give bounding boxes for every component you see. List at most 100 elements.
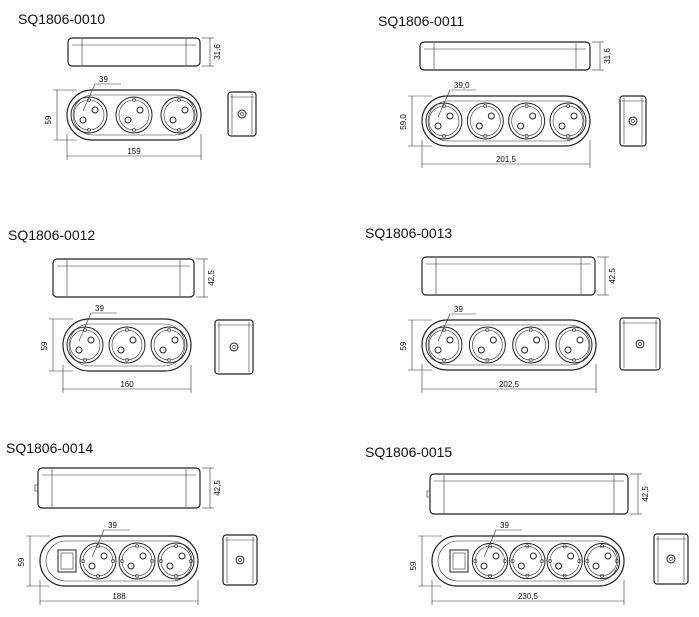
height-dimension-label: 42,5 [608,268,617,284]
socket-diameter-label: 39 [99,75,108,84]
product-code: SQ1806-0010 [18,11,105,27]
side-view [214,319,254,375]
height-dimension-label: 42,5 [213,480,222,496]
socket [70,96,108,134]
socket-recess [428,329,460,361]
socket-pin-hole [79,116,87,124]
socket-outline [115,96,153,134]
socket [555,326,593,364]
plan-view-inner-edge [72,94,196,136]
socket-pin-hole [558,122,566,130]
earth-clip [111,559,115,563]
socket-pin-hole [91,106,99,114]
socket-recess [428,105,460,137]
cable-hole-inner [232,345,236,349]
socket-pin-hole [117,346,125,354]
socket-pin-hole [517,562,525,570]
earth-clip [577,559,582,563]
plan-view-body [62,318,192,372]
socket-diameter-label: 39 [95,304,104,313]
earth-clip [442,358,446,362]
socket-pin-hole [521,346,529,354]
socket-pin-hole [533,336,541,344]
socket-outline [150,326,188,364]
socket-recess [558,329,590,361]
product-code: SQ1806-0013 [365,225,452,241]
length-dimension-label: 159 [127,147,141,156]
earth-clip [125,358,129,362]
product-sq1806-0013: SQ1806-0013 42,5 39 59 202,5 [365,225,661,393]
top-view-body [67,37,201,67]
earth-clip [483,134,488,138]
socket [160,96,198,134]
switch [57,549,77,573]
socket-pin-hole [178,552,186,560]
socket-pin-hole [477,346,485,354]
socket-diameter-label: 39,0 [454,81,470,90]
socket [468,326,506,364]
earth-clip [572,358,576,362]
earth-clip [442,328,446,332]
socket-diameter-label: 39 [500,521,509,530]
plan-view: 39 59 159 [44,75,202,160]
earth-clip [528,358,533,362]
earth-clip [125,328,129,332]
socket-pin-hole [446,112,454,120]
length-dimension-label: 160 [120,380,134,389]
earth-clip [81,559,85,563]
socket-outline [512,326,550,364]
earth-clip [525,573,530,578]
earth-clip [485,328,490,332]
earth-clip [566,134,570,138]
socket [583,542,621,580]
leader-line [82,83,96,112]
socket-recess [475,546,505,576]
socket [118,542,156,580]
socket-diameter-label: 39 [454,305,463,314]
earth-clip [488,573,492,578]
socket [508,102,546,140]
earth-clip [528,328,533,332]
switch [449,549,469,573]
earth-clip [442,134,446,138]
plan-view-inner-edge [427,100,585,142]
socket-outline [555,326,593,364]
earth-clip [442,104,446,108]
socket-recess [73,99,105,131]
plan-view-body [431,535,625,587]
earth-clip [132,128,136,132]
length-dimension-label: 202,5 [499,380,520,389]
leader-line [91,529,105,558]
top-view: 42,5 [421,256,617,296]
earth-clip [135,544,139,548]
socket-pin-hole [480,562,488,570]
side-view-body [619,317,661,371]
socket-pin-hole [487,112,495,120]
earth-clip [167,328,171,332]
socket-recess [111,329,143,361]
socket-pin-hole [100,552,108,560]
width-dimension-label: 59 [399,341,408,350]
width-dimension-label: 59 [44,115,53,124]
socket-recess [470,105,501,137]
socket-pin-hole [567,552,575,560]
side-view [653,533,689,585]
cable-hole [628,116,638,126]
cable-hole [229,342,239,352]
length-dimension-label: 230,5 [518,592,539,601]
earth-clip [614,559,619,563]
socket-recess [515,329,546,361]
socket-pin-hole [166,562,174,570]
earth-clip [132,98,136,102]
plan-view-body [421,95,591,147]
socket-recess [160,545,192,577]
earth-clip [600,544,604,549]
earth-clip [174,544,178,548]
